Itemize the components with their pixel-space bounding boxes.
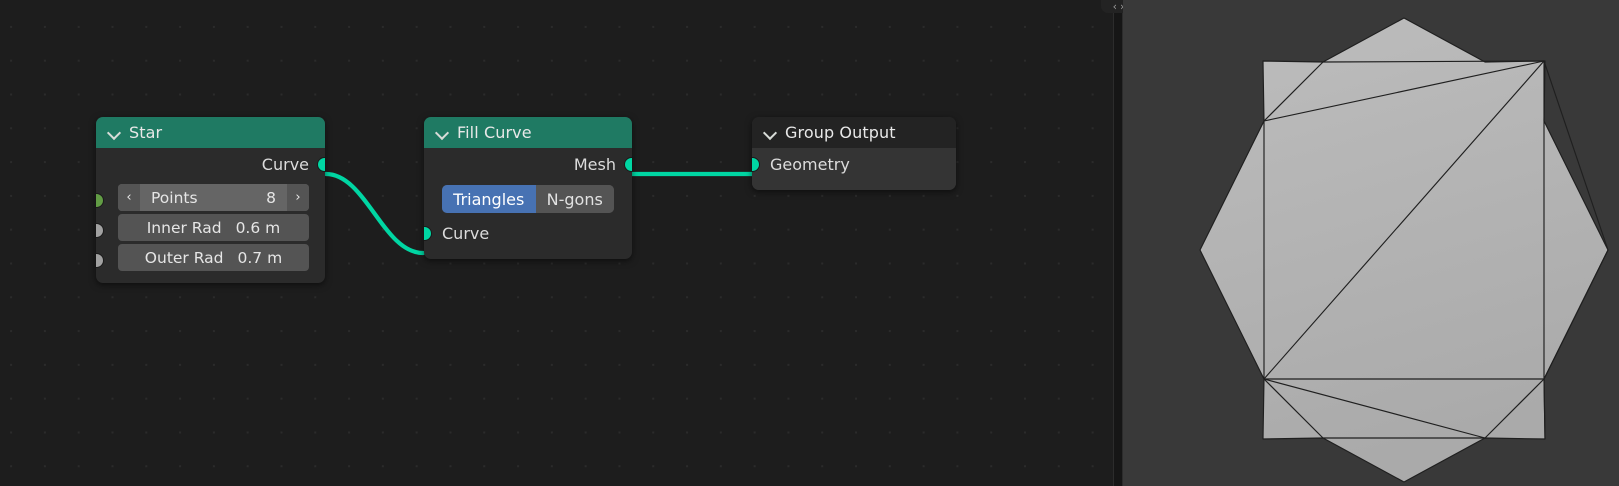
input-label-geometry: Geometry	[770, 155, 850, 174]
node-group-output-title: Group Output	[785, 123, 896, 142]
area-splitter[interactable]	[1113, 0, 1123, 486]
geometry-node-editor[interactable]: Star Curve ‹ Points 8 ›	[0, 0, 1113, 486]
points-stepper[interactable]: ‹ Points 8 ›	[118, 184, 309, 211]
socket-star-input-outer-radius[interactable]	[96, 253, 104, 268]
node-group-output[interactable]: Group Output Geometry	[752, 117, 956, 190]
handle-glyph-right: ›	[1120, 1, 1125, 12]
fill-mode-option-ngons[interactable]: N-gons	[535, 185, 614, 213]
chevron-down-icon[interactable]	[764, 127, 776, 139]
star-mesh-faces	[1200, 18, 1608, 482]
node-fill-curve-body: Mesh Triangles N-gons Curve	[424, 148, 632, 259]
output-label-curve: Curve	[261, 155, 309, 174]
link-star-to-fillcurve	[323, 171, 426, 256]
inner-radius-label: Inner Rad	[146, 218, 222, 237]
viewport-mesh	[1199, 17, 1609, 483]
3d-viewport[interactable]	[1123, 0, 1619, 486]
socket-group-output-input-geometry[interactable]	[752, 157, 760, 172]
node-star-header[interactable]: Star	[96, 117, 325, 148]
node-star-input-points-row: ‹ Points 8 ›	[96, 184, 325, 211]
chevron-right-icon[interactable]: ›	[287, 184, 309, 211]
socket-star-input-inner-radius[interactable]	[96, 223, 104, 238]
socket-fill-curve-input-curve[interactable]	[424, 226, 432, 241]
node-fill-curve-title: Fill Curve	[457, 123, 532, 142]
node-group-output-input-geometry[interactable]: Geometry	[752, 148, 956, 181]
output-label-mesh: Mesh	[573, 155, 616, 174]
node-star-input-inner-radius-row: Inner Rad 0.6 m	[96, 214, 325, 241]
chevron-left-icon[interactable]: ‹	[118, 184, 140, 211]
node-star-title: Star	[129, 123, 163, 142]
chevron-down-icon[interactable]	[108, 127, 120, 139]
node-fill-curve-input-curve[interactable]: Curve	[424, 217, 632, 250]
socket-star-input-points[interactable]	[96, 193, 104, 208]
node-fill-curve[interactable]: Fill Curve Mesh Triangles N-gons Curve	[424, 117, 632, 259]
outer-radius-label: Outer Rad	[144, 248, 224, 267]
node-star-body: Curve ‹ Points 8 ›	[96, 148, 325, 283]
socket-fill-curve-output-mesh[interactable]	[624, 157, 632, 172]
outer-radius-value[interactable]: 0.7 m	[237, 248, 283, 267]
node-star-input-outer-radius-row: Outer Rad 0.7 m	[96, 244, 325, 271]
fill-mode-toggle[interactable]: Triangles N-gons	[442, 185, 614, 213]
points-value[interactable]: 8	[266, 188, 276, 207]
node-star-output-curve[interactable]: Curve	[96, 148, 325, 181]
inner-radius-value[interactable]: 0.6 m	[235, 218, 281, 237]
inner-radius-field[interactable]: Inner Rad 0.6 m	[118, 214, 309, 241]
fill-mode-option-triangles[interactable]: Triangles	[442, 185, 536, 213]
node-star[interactable]: Star Curve ‹ Points 8 ›	[96, 117, 325, 283]
chevron-down-icon[interactable]	[436, 127, 448, 139]
input-label-curve: Curve	[442, 224, 490, 243]
node-group-output-header[interactable]: Group Output	[752, 117, 956, 148]
outer-radius-field[interactable]: Outer Rad 0.7 m	[118, 244, 309, 271]
points-label: Points	[151, 188, 198, 207]
handle-glyph-left: ‹	[1112, 0, 1118, 13]
node-fill-curve-output-mesh[interactable]: Mesh	[424, 148, 632, 181]
node-group-output-body: Geometry	[752, 148, 956, 190]
node-fill-curve-header[interactable]: Fill Curve	[424, 117, 632, 148]
socket-star-output-curve[interactable]	[317, 157, 325, 172]
star-mesh-wireframe	[1199, 17, 1609, 483]
